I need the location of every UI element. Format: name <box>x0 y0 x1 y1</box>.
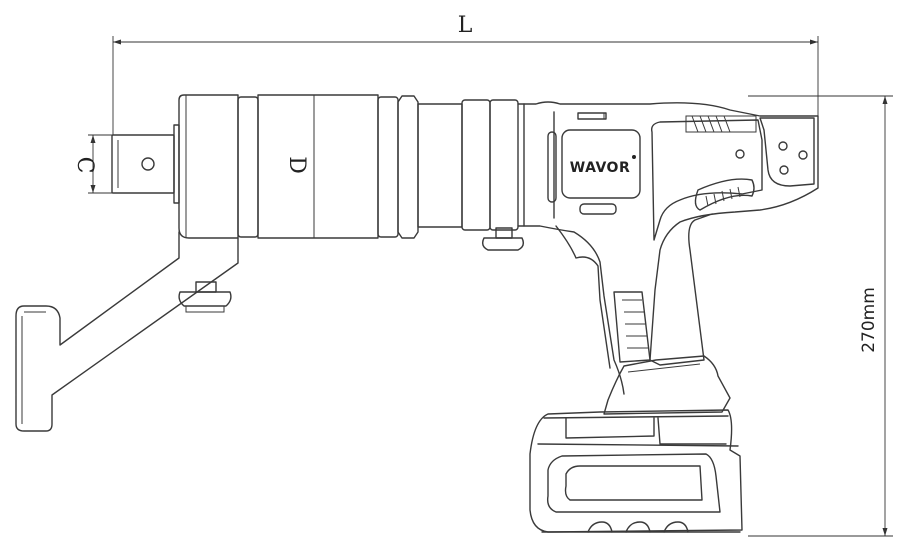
length-label: L <box>458 13 473 38</box>
body-diameter-label: D <box>284 156 309 174</box>
height-label: 270mm <box>859 287 879 353</box>
lower-grip <box>603 355 731 415</box>
arm-locking-knob <box>178 281 232 313</box>
gearbox-cylinder: D <box>237 94 399 239</box>
logo-panel: WAVOR <box>561 129 641 215</box>
rear-plate <box>735 117 815 187</box>
motor-housing <box>517 101 819 395</box>
reaction-arm <box>15 231 239 432</box>
gear-head <box>178 94 239 239</box>
dimension-length: L <box>112 13 819 135</box>
battery-pack <box>529 409 743 533</box>
dimension-height: 270mm <box>748 95 893 537</box>
brand-logo: WAVOR <box>570 160 630 176</box>
square-drive-label: C <box>72 157 97 174</box>
collar <box>397 95 519 239</box>
dimension-square-drive: C <box>72 134 112 194</box>
trigger-handle <box>555 225 651 369</box>
collar-knob <box>481 227 525 251</box>
square-drive <box>111 124 180 204</box>
grip-panel <box>650 115 763 241</box>
